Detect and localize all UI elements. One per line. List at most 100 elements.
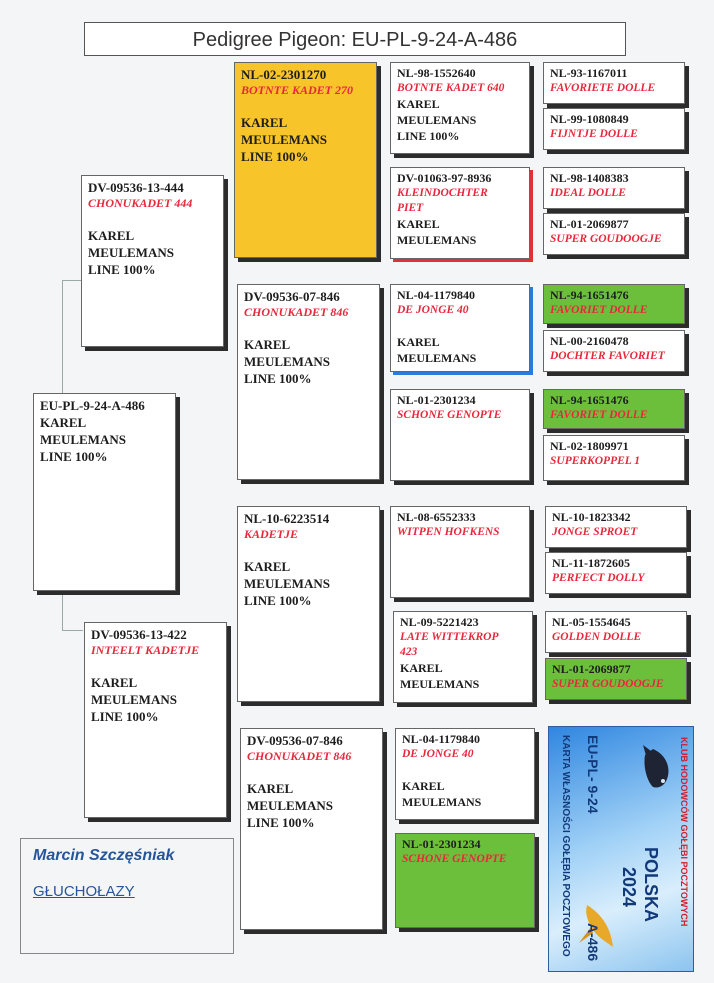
great-grandparent-card: NL-98-1552640 BOTNTE KADET 640 KAREL MEU… — [390, 62, 530, 154]
page-title: Pedigree Pigeon: EU-PL-9-24-A-486 — [84, 22, 626, 56]
golden-pigeon-icon — [579, 905, 613, 947]
ring-number: NL-05-1554645 — [552, 615, 631, 629]
breeder: KAREL MEULEMANS — [241, 115, 327, 147]
breeder: KAREL MEULEMANS — [397, 97, 477, 127]
ring-number: NL-94-1651476 — [550, 393, 629, 407]
pigeon-name: LATE WITTEKROP 423 — [400, 631, 499, 658]
pigeon-name: BOTNTE KADET 640 — [397, 82, 505, 94]
pigeon-name: SUPERKOPPEL 1 — [550, 455, 640, 467]
great-grandparent-card: DV-01063-97-8936 KLEINDOCHTER PIET KAREL… — [390, 167, 530, 259]
breeder: KAREL MEULEMANS — [88, 228, 174, 260]
card-club: KLUB HODOWCÓW GOŁĘBI POCZTOWYCH — [679, 737, 689, 927]
breeder: KAREL MEULEMANS — [402, 779, 482, 809]
line-percent: LINE 100% — [244, 371, 312, 386]
owner-name: Marcin Szczęśniak — [33, 847, 175, 864]
gen4-card: NL-99-1080849 FIJNTJE DOLLE — [543, 108, 685, 150]
ring-number: NL-94-1651476 — [550, 288, 629, 302]
ring-number: NL-01-2301234 — [397, 393, 476, 407]
pigeon-name: KLEINDOCHTER PIET — [397, 187, 488, 214]
sire-card: DV-09536-13-444 CHONUKADET 444 KAREL MEU… — [81, 175, 224, 347]
ring-number: NL-10-6223514 — [244, 511, 330, 526]
great-grandparent-card: NL-04-1179840 DE JONGE 40 KAREL MEULEMAN… — [395, 728, 535, 820]
ring-number: NL-10-1823342 — [552, 510, 631, 524]
breeder: KAREL MEULEMANS — [244, 337, 330, 369]
great-grandparent-card: NL-01-2301234 SCHONE GENOPTE — [390, 389, 530, 481]
ring-number: DV-09536-13-444 — [88, 180, 184, 195]
dam-card: DV-09536-13-422 INTEELT KADETJE KAREL ME… — [84, 622, 227, 818]
gen4-card: NL-01-2069877 SUPER GOUDOOGJE — [545, 658, 687, 700]
pigeon-name: KADETJE — [244, 527, 299, 541]
gen4-card: NL-01-2069877 SUPER GOUDOOGJE — [543, 213, 685, 255]
pigeon-name: WITPEN HOFKENS — [397, 526, 500, 538]
pigeon-name: GOLDEN DOLLE — [552, 631, 642, 643]
great-grandparent-card: NL-04-1179840 DE JONGE 40 KAREL MEULEMAN… — [390, 284, 530, 372]
ring-number: NL-98-1408383 — [550, 171, 629, 185]
pigeon-name: DOCHTER FAVORIET — [550, 350, 665, 362]
great-grandparent-card: NL-01-2301234 SCHONE GENOPTE — [395, 833, 535, 928]
ring-number: NL-99-1080849 — [550, 112, 629, 126]
grandsire-sire-side-card: NL-02-2301270 BOTNTE KADET 270 KAREL MEU… — [234, 62, 377, 258]
line-percent: LINE 100% — [241, 149, 309, 164]
gen4-card: NL-10-1823342 JONGE SPROET — [545, 506, 687, 548]
ring-number: NL-08-6552333 — [397, 510, 476, 524]
granddam-sire-side-card: DV-09536-07-846 CHONUKADET 846 KAREL MEU… — [237, 284, 380, 480]
ring-number: NL-09-5221423 — [400, 615, 479, 629]
breeder: KAREL MEULEMANS — [91, 675, 177, 707]
pigeon-name: CHONUKADET 846 — [247, 749, 352, 763]
pigeon-name: FIJNTJE DOLLE — [550, 128, 638, 140]
breeder: KAREL MEULEMANS — [247, 781, 333, 813]
granddam-dam-side-card: DV-09536-07-846 CHONUKADET 846 KAREL MEU… — [240, 728, 383, 930]
gen4-card: NL-05-1554645 GOLDEN DOLLE — [545, 611, 687, 653]
gen4-card: NL-93-1167011 FAVORIETE DOLLE — [543, 62, 685, 104]
ring-number: DV-09536-07-846 — [244, 289, 340, 304]
grandsire-dam-side-card: NL-10-6223514 KADETJE KAREL MEULEMANS LI… — [237, 506, 380, 702]
ring-number: NL-11-1872605 — [552, 556, 630, 570]
pigeon-name: INTEELT KADETJE — [91, 643, 200, 657]
pigeon-name: DE JONGE 40 — [402, 748, 474, 760]
ring-number: NL-01-2301234 — [402, 837, 481, 851]
great-grandparent-card: NL-08-6552333 WITPEN HOFKENS — [390, 506, 530, 598]
gen4-card: NL-94-1651476 FAVORIET DOLLE — [543, 284, 685, 324]
pigeon-icon — [643, 745, 669, 788]
ring-number: NL-00-2160478 — [550, 334, 629, 348]
gen4-card: NL-98-1408383 IDEAL DOLLE — [543, 167, 685, 209]
pigeon-name: DE JONGE 40 — [397, 304, 469, 316]
ring-number: EU-PL-9-24-A-486 — [40, 398, 145, 413]
subject-pigeon-card: EU-PL-9-24-A-486 KAREL MEULEMANS LINE 10… — [33, 393, 176, 591]
breeder: KAREL MEULEMANS — [40, 415, 126, 447]
pigeon-name: SCHONE GENOPTE — [402, 853, 507, 865]
pigeon-name: SCHONE GENOPTE — [397, 409, 502, 421]
ownership-card: KLUB HODOWCÓW GOŁĘBI POCZTOWYCH POLSKA 2… — [548, 726, 694, 972]
card-year: 2024 — [619, 867, 639, 908]
line-percent: LINE 100% — [40, 449, 108, 464]
pigeon-name: CHONUKADET 444 — [88, 196, 193, 210]
pigeon-name: IDEAL DOLLE — [550, 187, 626, 199]
owner-town: GŁUCHOŁAZY — [33, 883, 135, 900]
ring-number: DV-09536-13-422 — [91, 627, 187, 642]
ring-number: NL-01-2069877 — [552, 662, 631, 676]
ring-number: DV-09536-07-846 — [247, 733, 343, 748]
gen4-card: NL-00-2160478 DOCHTER FAVORIET — [543, 330, 685, 372]
gen4-card: NL-94-1651476 FAVORIET DOLLE — [543, 389, 685, 429]
line-percent: LINE 100% — [91, 709, 159, 724]
pigeon-name: JONGE SPROET — [552, 526, 638, 538]
breeder: KAREL MEULEMANS — [397, 217, 477, 247]
line-percent: LINE 100% — [397, 129, 460, 143]
pigeon-name: CHONUKADET 846 — [244, 305, 349, 319]
line-percent: LINE 100% — [244, 593, 312, 608]
card-caption: KARTA WŁASNOŚCI GOŁĘBIA POCZTOWEGO — [560, 735, 571, 957]
line-percent: LINE 100% — [88, 262, 156, 277]
ring-number: NL-98-1552640 — [397, 66, 476, 80]
ring-number: DV-01063-97-8936 — [397, 171, 492, 185]
gen4-card: NL-02-1809971 SUPERKOPPEL 1 — [543, 435, 685, 481]
great-grandparent-card: NL-09-5221423 LATE WITTEKROP 423 KAREL M… — [393, 611, 533, 703]
line-percent: LINE 100% — [247, 815, 315, 830]
gen4-card: NL-11-1872605 PERFECT DOLLY — [545, 552, 687, 594]
ring-number: NL-04-1179840 — [402, 732, 480, 746]
pigeon-name: BOTNTE KADET 270 — [241, 83, 354, 97]
pigeon-name: FAVORIET DOLLE — [550, 409, 648, 421]
pigeon-name: FAVORIETE DOLLE — [550, 82, 656, 94]
card-ring-suffix: A-486 — [585, 923, 601, 962]
connector-line — [62, 280, 83, 395]
ring-number: NL-01-2069877 — [550, 217, 629, 231]
